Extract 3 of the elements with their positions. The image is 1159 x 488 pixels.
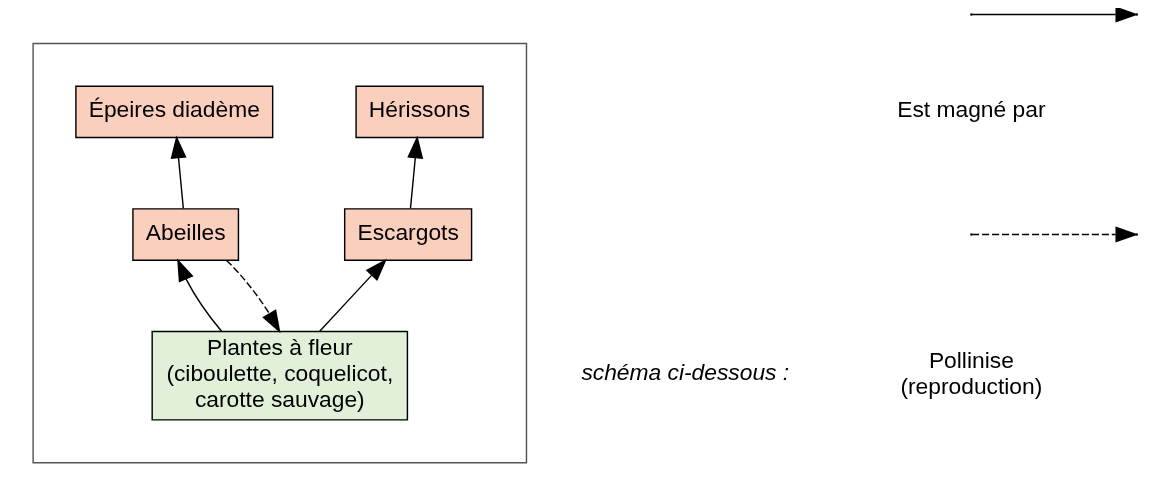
label: schéma ci-dessous :: [581, 358, 790, 385]
legend-label: Est magné par: [897, 96, 1046, 123]
legend-label: Pollinise (reproduction): [900, 347, 1043, 399]
